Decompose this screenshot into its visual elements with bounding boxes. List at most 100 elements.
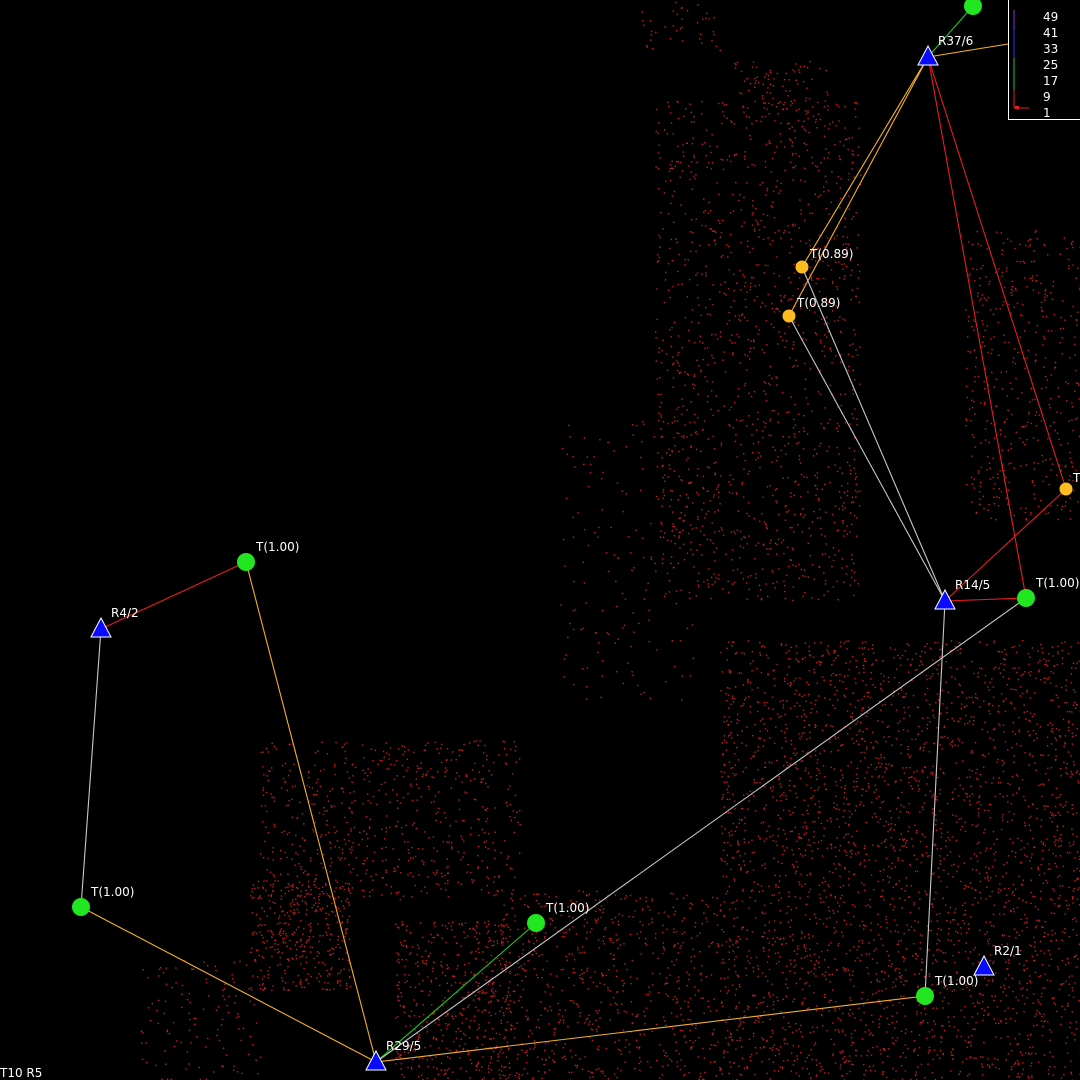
density-dot	[1025, 518, 1027, 520]
density-dot	[839, 207, 841, 209]
density-dot	[738, 557, 741, 559]
density-dot	[670, 540, 672, 542]
density-dot	[855, 349, 857, 351]
density-dot	[1030, 1065, 1032, 1067]
density-dot	[710, 168, 713, 170]
density-dot	[731, 193, 734, 196]
density-dot	[995, 972, 997, 974]
density-dot	[749, 286, 752, 288]
density-dot	[785, 874, 787, 877]
density-dot	[1003, 648, 1006, 651]
density-dot	[1022, 260, 1024, 263]
density-dot	[975, 693, 977, 695]
density-dot	[785, 511, 788, 513]
density-dot	[845, 970, 847, 973]
density-dot	[735, 826, 738, 828]
density-dot	[803, 944, 805, 946]
density-dot	[843, 836, 845, 839]
density-dot	[1049, 868, 1051, 870]
density-dot	[1026, 439, 1028, 441]
density-dot	[1072, 429, 1074, 432]
density-dot	[1018, 731, 1021, 733]
density-dot	[669, 168, 671, 170]
density-dot	[708, 467, 710, 469]
density-dot	[757, 965, 759, 967]
density-dot	[706, 347, 709, 349]
density-dot	[826, 322, 829, 325]
density-dot	[831, 171, 833, 173]
density-dot	[932, 659, 934, 661]
density-dot	[844, 785, 846, 787]
density-dot	[1009, 1043, 1012, 1045]
density-dot	[968, 1073, 971, 1075]
density-dot	[984, 682, 986, 684]
density-dot	[943, 735, 945, 738]
density-dot	[844, 675, 846, 677]
density-dot	[811, 247, 813, 250]
density-dot	[1073, 701, 1076, 703]
density-dot	[1027, 805, 1030, 808]
density-dot	[856, 354, 859, 356]
density-dot	[1047, 1069, 1050, 1071]
density-dot	[785, 652, 787, 654]
density-dot	[1054, 361, 1057, 364]
density-dot	[978, 796, 980, 799]
density-dot	[939, 828, 942, 830]
density-dot	[926, 687, 929, 690]
density-dot	[736, 746, 738, 749]
density-dot	[780, 182, 782, 184]
density-dot	[690, 401, 692, 403]
density-dot	[730, 306, 732, 308]
density-dot	[743, 653, 745, 655]
density-dot	[785, 983, 787, 985]
density-dot	[641, 468, 644, 470]
density-dot	[1028, 321, 1030, 324]
density-dot	[1031, 1077, 1033, 1079]
density-dot	[793, 514, 796, 516]
density-dot	[1074, 354, 1076, 356]
density-dot	[832, 121, 834, 123]
density-dot	[792, 1064, 795, 1066]
density-dot	[740, 241, 742, 244]
density-dot	[836, 818, 838, 820]
density-dot	[1075, 812, 1078, 814]
density-dot	[886, 950, 888, 953]
density-dot	[834, 554, 836, 556]
density-dot	[963, 665, 965, 668]
density-dot	[849, 703, 852, 705]
density-dot	[1053, 997, 1055, 999]
density-dot	[850, 469, 852, 471]
density-dot	[645, 589, 647, 591]
density-dot	[914, 1074, 917, 1076]
density-dot	[867, 904, 869, 906]
density-dot	[808, 985, 811, 987]
density-dot	[966, 367, 968, 370]
density-dot	[1077, 501, 1079, 503]
density-dot	[909, 911, 911, 914]
density-dot	[964, 909, 967, 912]
density-dot	[880, 687, 882, 690]
density-dot	[1070, 682, 1072, 684]
density-dot	[739, 530, 742, 533]
density-dot	[769, 418, 772, 420]
density-dot	[735, 419, 738, 421]
density-dot	[958, 951, 960, 953]
density-dot	[1008, 962, 1010, 964]
density-dot	[816, 488, 818, 490]
density-dot	[1044, 681, 1046, 684]
density-dot	[942, 1025, 944, 1027]
density-dot	[653, 436, 655, 438]
density-dot	[912, 694, 915, 697]
density-dot	[1043, 872, 1046, 875]
density-dot	[741, 900, 744, 903]
density-dot	[915, 779, 917, 782]
density-dot	[720, 256, 722, 258]
density-dot	[816, 453, 818, 455]
density-dot	[786, 761, 788, 763]
density-dot	[855, 780, 858, 783]
density-dot	[854, 478, 857, 480]
density-dot	[842, 935, 844, 937]
density-dot	[1060, 469, 1062, 472]
density-dot	[654, 562, 656, 565]
density-dot	[854, 789, 856, 792]
